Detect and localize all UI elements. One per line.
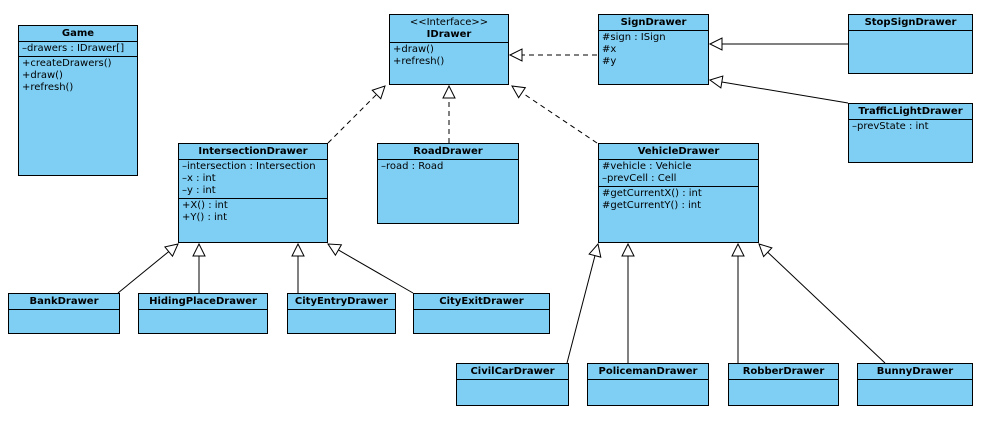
realization-roaddrawer-to-idrawer [442,84,456,143]
generalization-robberdrawer-to-vehicledrawer [731,242,745,363]
class-idrawer[interactable]: <<Interface>> IDrawer +draw() +refresh() [389,14,509,85]
connector-line [338,249,414,294]
attribute: –y : int [182,185,216,196]
hollow-arrowhead-icon [192,242,206,257]
class-name: CityEntryDrawer [294,296,389,307]
hollow-arrowhead-icon [442,84,456,99]
class-name: Game [61,28,95,39]
class-bunnydrawer[interactable]: BunnyDrawer [857,363,973,406]
realization-signdrawer-to-idrawer [508,48,597,62]
generalization-bunnydrawer-to-vehicledrawer [758,243,886,364]
hollow-arrowhead-icon [371,85,386,100]
attribute: –prevCell : Cell [602,173,677,184]
generalization-cityexitdrawer-to-intersectiondrawer [327,243,414,294]
attribute: #x [602,44,617,55]
class-signdrawer[interactable]: SignDrawer #sign : ISign #x #y [598,14,709,85]
generalization-hidingplacedrawer-to-intersectiondrawer [192,242,206,293]
class-cityentrydrawer[interactable]: CityEntryDrawer [287,293,396,334]
attribute: #vehicle : Vehicle [602,161,692,172]
operation: +draw() [393,44,434,55]
class-name: BunnyDrawer [876,366,954,377]
class-name: HidingPlaceDrawer [149,296,257,307]
hollow-arrowhead-icon [621,242,635,257]
class-intersectiondrawer[interactable]: IntersectionDrawer –intersection : Inter… [178,143,328,243]
operation: +refresh() [393,56,445,67]
class-policemandrawer[interactable]: PolicemanDrawer [587,363,709,406]
attribute: #sign : ISign [602,32,666,43]
class-civilcardrawer[interactable]: CivilCarDrawer [456,363,569,406]
generalization-policemandrawer-to-vehicledrawer [621,242,635,363]
hollow-arrowhead-icon [588,242,602,258]
class-name: RobberDrawer [742,366,825,377]
class-trafficlightdrawer[interactable]: TrafficLightDrawer –prevState : int [848,103,973,163]
class-name: VehicleDrawer [637,146,720,157]
hollow-arrowhead-icon [731,242,745,257]
connector-line [521,92,598,144]
class-name: TrafficLightDrawer [858,106,963,117]
hollow-arrowhead-icon [758,243,773,258]
class-name: StopSignDrawer [864,17,957,28]
hollow-arrowhead-icon [508,48,523,62]
connector-line [767,251,886,364]
class-game[interactable]: Game –drawers : IDrawer[] +createDrawers… [18,25,138,176]
generalization-stopsigndrawer-to-signdrawer [708,37,848,51]
class-robberdrawer[interactable]: RobberDrawer [728,363,839,406]
connector-line [117,251,170,294]
connector-line [327,94,377,144]
class-name: SignDrawer [620,17,687,28]
class-name: IDrawer [426,29,472,40]
operation: +Y() : int [182,212,228,223]
attribute: –drawers : IDrawer[] [22,43,125,54]
operation: +draw() [22,70,63,81]
generalization-bankdrawer-to-intersectiondrawer [117,243,179,294]
class-name: IntersectionDrawer [198,146,308,157]
attribute: –x : int [182,173,216,184]
class-name: RoadDrawer [413,146,483,157]
hollow-arrowhead-icon [708,37,723,51]
hollow-arrowhead-icon [291,242,305,257]
hollow-arrowhead-icon [511,85,527,99]
connector-line [566,255,596,364]
class-bankdrawer[interactable]: BankDrawer [8,293,120,334]
class-name: CityExitDrawer [439,296,524,307]
hollow-arrowhead-icon [708,75,724,89]
operation: +refresh() [22,82,74,93]
hollow-arrowhead-icon [164,243,179,258]
class-vehicledrawer[interactable]: VehicleDrawer #vehicle : Vehicle –prevCe… [598,143,759,243]
realization-vehicledrawer-to-idrawer [511,85,598,144]
attribute: –road : Road [381,161,444,172]
operation: #getCurrentY() : int [602,200,702,211]
realization-intersectiondrawer-to-idrawer [327,85,386,144]
class-stereotype: <<Interface>> [409,17,489,28]
class-name: BankDrawer [29,296,99,307]
class-name: CivilCarDrawer [470,366,555,377]
attribute: #y [602,56,617,67]
attribute: –prevState : int [852,121,929,132]
class-roaddrawer[interactable]: RoadDrawer –road : Road [377,143,519,224]
class-hidingplacedrawer[interactable]: HidingPlaceDrawer [138,293,268,334]
hollow-arrowhead-icon [327,243,343,257]
generalization-cityentrydrawer-to-intersectiondrawer [291,242,305,293]
class-name: PolicemanDrawer [598,366,698,377]
operation: +createDrawers() [22,58,112,69]
attribute: –intersection : Intersection [182,161,316,172]
class-cityexitdrawer[interactable]: CityExitDrawer [413,293,550,334]
operation: +X() : int [182,200,228,211]
generalization-civilcardrawer-to-vehicledrawer [566,242,602,364]
operation: #getCurrentX() : int [602,188,702,199]
class-stopsigndrawer[interactable]: StopSignDrawer [848,14,973,74]
generalization-trafficlightdrawer-to-signdrawer [708,75,849,104]
connector-line [721,81,849,104]
